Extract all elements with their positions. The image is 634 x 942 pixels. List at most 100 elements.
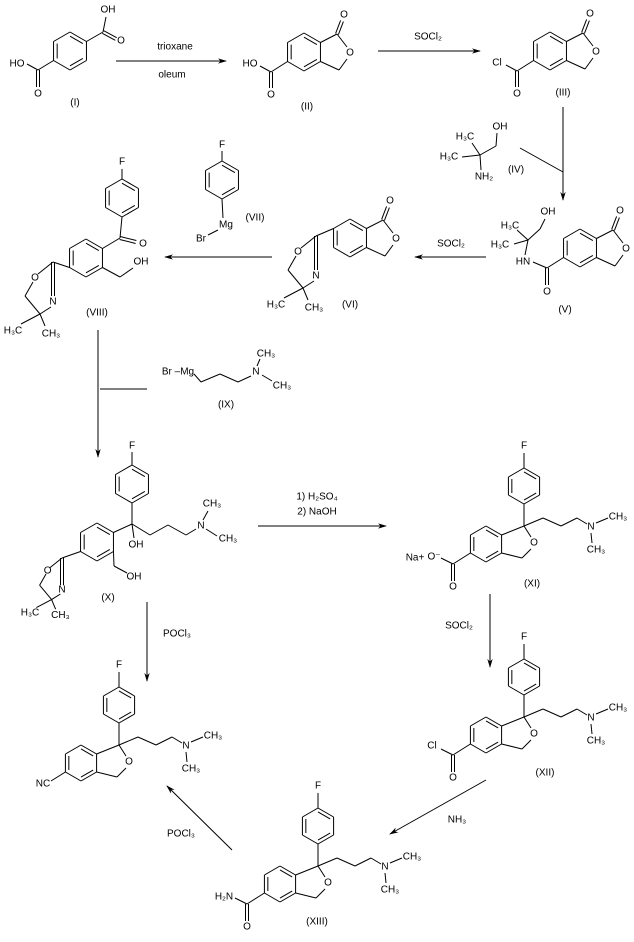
ring-bond <box>302 834 319 845</box>
atom-label: O <box>530 538 538 549</box>
bond <box>582 32 594 47</box>
atom-label: O <box>616 206 624 217</box>
compound-label: (VI) <box>342 300 358 311</box>
bond <box>366 247 386 257</box>
ring-double-bond <box>317 811 331 820</box>
bond <box>102 237 121 249</box>
atom-label: O <box>294 247 302 258</box>
ring-bond <box>579 228 597 239</box>
reaction-arrow <box>389 779 487 835</box>
atom-label: CH₃ <box>305 303 324 314</box>
compound-label: (X) <box>101 593 114 604</box>
bond <box>200 373 221 383</box>
bond <box>137 736 157 746</box>
atom-label: OH <box>129 540 144 551</box>
ring-bond <box>279 865 296 876</box>
atom-label: NH₂ <box>475 172 493 183</box>
atom-label: N <box>381 862 388 873</box>
bond <box>113 523 133 533</box>
ring-double-bond <box>80 769 94 778</box>
atom-label: O⁻ <box>427 552 440 563</box>
bond <box>202 510 209 521</box>
atom-label: F <box>119 157 125 168</box>
ring-double-bond <box>349 244 364 254</box>
bond <box>171 736 183 744</box>
reagent-line <box>519 147 564 173</box>
bond <box>612 229 624 244</box>
ring-bond <box>96 522 114 533</box>
ring-double-bond <box>485 720 499 729</box>
bond <box>39 584 52 600</box>
atom-label: N <box>587 713 594 724</box>
atom-label: Na+ <box>406 553 425 564</box>
reagent-label: SOCl₂ <box>414 32 442 43</box>
bond <box>566 60 586 70</box>
atom-label: CH₃ <box>587 736 606 747</box>
bond <box>315 888 326 899</box>
ring-bond <box>53 31 71 42</box>
bond <box>384 872 387 884</box>
bond <box>471 142 481 156</box>
atom-label: H₂N <box>215 892 233 903</box>
ring-bond <box>264 892 281 903</box>
bond <box>246 892 265 905</box>
atom-label: Br –Mg <box>162 367 194 378</box>
bond <box>167 524 187 536</box>
ring-bond <box>121 178 139 189</box>
bond <box>527 228 541 241</box>
atom-label: O <box>586 9 594 20</box>
ring-bond <box>69 267 87 278</box>
bond <box>452 552 471 565</box>
ring-double-bond <box>579 232 594 242</box>
atom-label: N <box>197 521 204 532</box>
bond <box>102 267 121 278</box>
ring-double-bond <box>485 550 499 559</box>
bond <box>354 857 372 867</box>
ring-bond <box>317 834 334 845</box>
bond <box>185 751 188 763</box>
ring-bond <box>105 207 123 218</box>
ring-double-bond <box>118 711 132 720</box>
atom-label: O <box>139 239 147 250</box>
bond <box>521 548 532 559</box>
bond <box>119 216 123 239</box>
bond <box>26 63 39 71</box>
bond <box>452 743 471 756</box>
ring-bond <box>549 60 567 71</box>
bond <box>287 269 304 289</box>
bond <box>86 31 104 42</box>
bond <box>96 744 120 755</box>
bond <box>116 767 127 778</box>
ring-bond <box>523 467 540 478</box>
bond <box>317 857 338 867</box>
ring-bond <box>221 160 239 171</box>
ring-bond <box>508 494 525 505</box>
atom-label: CH₃ <box>381 885 400 896</box>
atom-label: O <box>267 90 275 101</box>
atom-label: NC <box>36 779 50 790</box>
bond <box>131 523 151 536</box>
atom-label: CH₃ <box>182 764 201 775</box>
reagent-label: POCl₃ <box>167 829 195 840</box>
bond <box>102 16 107 33</box>
bond <box>205 528 218 537</box>
bond <box>261 374 273 382</box>
bond <box>584 57 594 70</box>
bond <box>384 244 394 257</box>
ring-bond <box>85 267 103 278</box>
bond <box>320 33 338 43</box>
ring-bond <box>103 713 120 724</box>
ring-bond <box>470 743 487 754</box>
atom-label: OH <box>127 572 142 583</box>
atom-label: O <box>346 48 354 59</box>
bond <box>295 892 317 899</box>
bond <box>516 60 534 72</box>
reaction-arrow <box>166 785 233 851</box>
ring-double-bond <box>69 57 84 67</box>
bond <box>300 235 317 249</box>
bond <box>193 373 202 383</box>
